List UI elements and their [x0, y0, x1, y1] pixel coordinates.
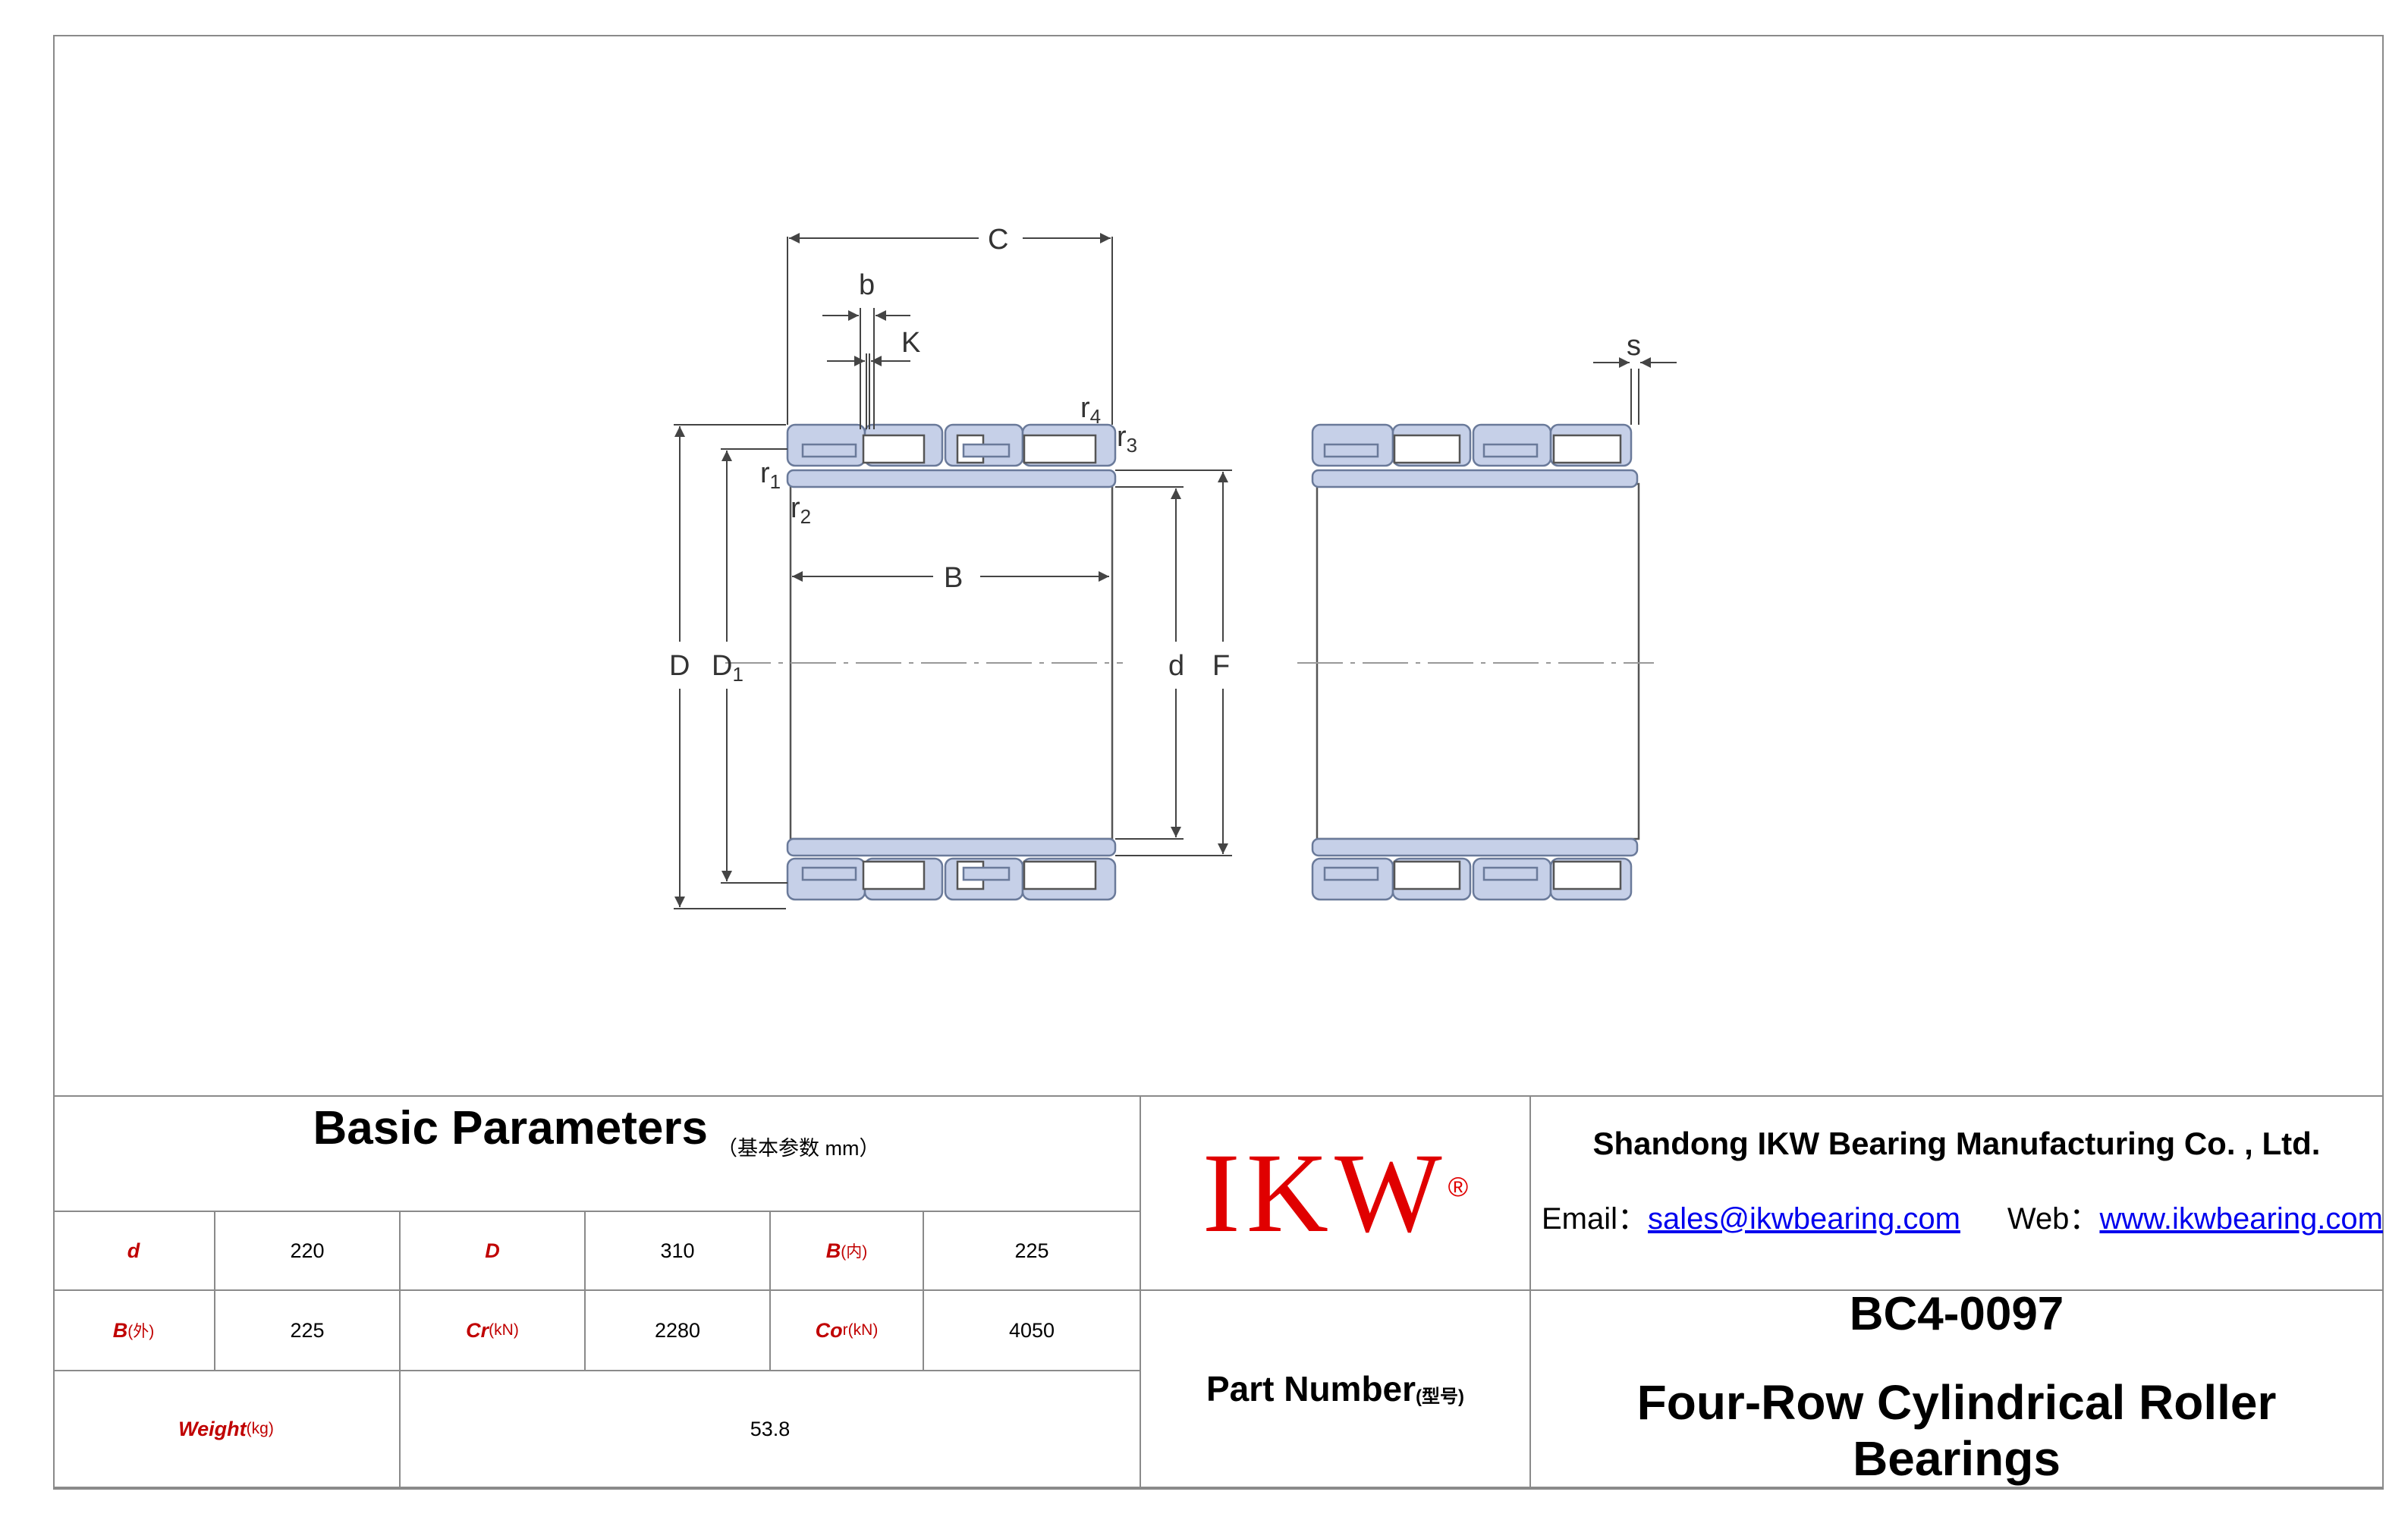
email-label: Email： — [1542, 1202, 1649, 1236]
dim-label-d: d — [1168, 650, 1184, 682]
param-value-Cor: 4050 — [924, 1291, 1141, 1371]
part-number-value-cell: BC4-0097 Four-Row Cylindrical Roller Bea… — [1531, 1288, 2384, 1488]
bearing-right-view — [1297, 423, 1654, 901]
dim-label-r4: r4 — [1080, 392, 1101, 428]
company-name: Shandong IKW Bearing Manufacturing Co. ,… — [1592, 1126, 2321, 1161]
dim-label-D1: D1 — [712, 650, 743, 686]
dim-label-D: D — [669, 650, 690, 682]
dim-label-C: C — [988, 224, 1008, 256]
param-label-D: D — [401, 1212, 586, 1291]
param-label-B-outer: B(外) — [53, 1291, 215, 1371]
param-label-Cr: Cr(kN) — [401, 1291, 586, 1371]
web-label: Web： — [2007, 1202, 2100, 1236]
company-info-cell: Shandong IKW Bearing Manufacturing Co. ,… — [1531, 1097, 2384, 1291]
contact-line: Email：sales@ikwbearing.com Web：www.ikwbea… — [1531, 1194, 2383, 1238]
param-value-B-outer: 225 — [215, 1291, 401, 1371]
title-block: Basic Parameters （基本参数 mm） d 220 D 310 B… — [53, 1095, 2384, 1490]
dim-label-r1: r1 — [760, 457, 781, 493]
drawing-sheet — [53, 35, 2384, 1490]
dim-label-b: b — [859, 269, 875, 301]
param-value-B-inner: 225 — [924, 1212, 1141, 1291]
bearing-drawing: C b K s r4 r3 r1 r2 B D D1 d F — [669, 224, 1677, 909]
param-value-Cr: 2280 — [586, 1291, 771, 1371]
param-label-weight: Weight(kg) — [53, 1371, 401, 1488]
param-value-d: 220 — [215, 1212, 401, 1291]
part-number-label: Part Number — [1206, 1369, 1416, 1409]
dimension-lines — [674, 233, 1677, 909]
part-number-label-sub: (型号) — [1416, 1386, 1465, 1407]
bearing-left-view — [725, 423, 1123, 901]
dim-label-r2: r2 — [791, 492, 811, 528]
params-title-sub: （基本参数 mm） — [716, 1137, 880, 1160]
part-number-value: BC4-0097 — [1849, 1287, 2064, 1340]
dim-label-s: s — [1627, 330, 1641, 362]
ikw-logo: IKW® — [1141, 1097, 1531, 1291]
param-value-D: 310 — [586, 1212, 771, 1291]
params-title-cell: Basic Parameters （基本参数 mm） — [53, 1097, 1141, 1212]
dim-label-B: B — [944, 562, 963, 594]
param-value-weight: 53.8 — [401, 1371, 1141, 1488]
dim-label-r3: r3 — [1117, 421, 1137, 457]
web-link[interactable]: www.ikwbearing.com — [2099, 1202, 2383, 1236]
dim-label-K: K — [901, 327, 920, 359]
product-type: Four-Row Cylindrical Roller Bearings — [1636, 1374, 2277, 1486]
email-link[interactable]: sales@ikwbearing.com — [1648, 1202, 1960, 1236]
params-title: Basic Parameters — [313, 1102, 708, 1154]
part-number-label-cell: Part Number(型号) — [1141, 1291, 1531, 1488]
param-label-d: d — [53, 1212, 215, 1291]
param-label-B-inner: B(内) — [771, 1212, 924, 1291]
dim-label-F: F — [1212, 650, 1230, 682]
